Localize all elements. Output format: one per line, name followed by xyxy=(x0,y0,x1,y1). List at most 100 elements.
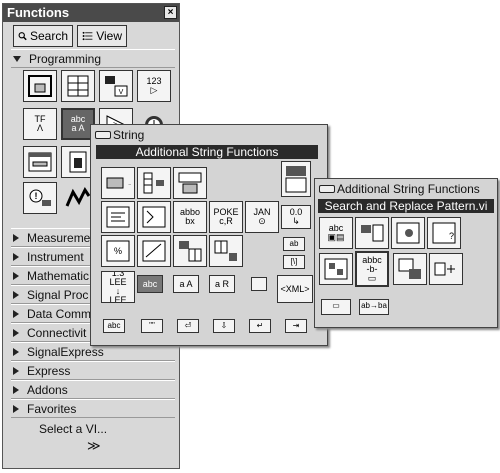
svg-text:?: ? xyxy=(449,231,454,241)
search-replace-pattern-label: Search and Replace Pattern.vi xyxy=(318,199,494,213)
abc-icon-text: abc xyxy=(142,278,158,289)
svg-text:→: → xyxy=(127,181,131,188)
conversion-palette-icon[interactable]: 0.0↳ xyxy=(281,205,311,229)
expand-right-icon xyxy=(13,328,19,337)
expand-right-icon xyxy=(13,252,19,261)
waveform-icon[interactable] xyxy=(61,182,95,214)
search-button-label: Search xyxy=(29,29,68,43)
expand-right-icon xyxy=(13,366,19,375)
lee-icon-text: 1.3 LEE xyxy=(109,271,127,287)
search-split-string-icon[interactable]: abc▣▤ xyxy=(319,217,353,249)
category-programming[interactable]: Programming xyxy=(11,49,175,68)
string-subset-icon[interactable] xyxy=(173,167,207,199)
category-express[interactable]: Express xyxy=(11,361,175,380)
additional-string-functions-icon[interactable] xyxy=(281,161,311,197)
array-to-string-icon[interactable] xyxy=(209,235,243,267)
space-constant-icon[interactable] xyxy=(251,277,267,291)
reverse-string-constant-icon[interactable]: ab→ba xyxy=(359,299,389,315)
match-first-string-icon[interactable] xyxy=(391,217,425,249)
string-subpalette-title: String xyxy=(113,128,145,142)
lower-icon-text: a R xyxy=(214,278,229,289)
reverse-string-icon[interactable] xyxy=(393,253,427,285)
format-into-string-icon[interactable] xyxy=(101,201,135,233)
expand-more-icon[interactable]: ≫ xyxy=(87,438,101,453)
string-to-array-icon[interactable] xyxy=(173,235,207,267)
abcba-icon-text: ab→ba xyxy=(361,301,387,310)
file-io-icon[interactable] xyxy=(61,146,95,178)
svg-text:V: V xyxy=(119,89,124,96)
category-favorites[interactable]: Favorites xyxy=(11,399,175,418)
array-icon[interactable] xyxy=(61,70,95,102)
trim-whitespace-icon[interactable] xyxy=(429,253,463,285)
match-true-false-icon[interactable] xyxy=(355,217,389,249)
number-conversion-icon[interactable]: 1.3 LEE↓LEE xyxy=(101,271,135,303)
abc-constant-icon[interactable]: abc xyxy=(103,319,125,333)
category-addons[interactable]: Addons xyxy=(11,380,175,399)
palette-title: Functions xyxy=(7,5,70,20)
string-length-icon[interactable]: → xyxy=(101,167,135,199)
scan-from-string-icon[interactable] xyxy=(137,201,171,233)
string-icon-text: abc xyxy=(70,114,86,124)
search-button[interactable]: Search xyxy=(13,25,73,47)
carriage-return-icon[interactable]: ⏎ xyxy=(177,319,199,333)
expand-right-icon xyxy=(13,290,19,299)
error-icon[interactable]: ! xyxy=(23,182,57,214)
boolean-icon-text: TF xyxy=(34,114,46,124)
xml-icon-text: <XML> xyxy=(280,283,310,294)
numeric-icon[interactable]: 123▷ xyxy=(137,70,171,102)
line-feed-icon[interactable]: ⇩ xyxy=(213,319,235,333)
expand-right-icon xyxy=(13,309,19,318)
to-upper-case-icon[interactable]: a A xyxy=(173,275,199,293)
normalize-eol-icon[interactable]: ▭ xyxy=(321,299,351,315)
string-constant-icon[interactable]: abc xyxy=(137,275,163,293)
string-subpalette-bar[interactable]: Additional String Functions xyxy=(96,145,318,159)
date-time-string-icon[interactable]: JAN⊙ xyxy=(245,201,279,233)
scan-string-tokens-icon[interactable]: ? xyxy=(427,217,461,249)
expand-right-icon xyxy=(13,347,19,356)
view-icon xyxy=(82,31,93,41)
view-button[interactable]: View xyxy=(77,25,127,47)
expand-right-icon xyxy=(13,233,19,242)
category-label: Connectivit xyxy=(27,325,87,340)
dialog-icon[interactable] xyxy=(23,146,57,178)
rotate-string-icon[interactable] xyxy=(319,253,353,285)
match-regex-icon[interactable] xyxy=(137,235,171,267)
expand-right-icon xyxy=(13,385,19,394)
search-and-replace-pattern-icon[interactable]: abbc-b-▭ xyxy=(355,251,389,287)
string-icon-text-2: a A xyxy=(71,123,85,133)
pin-icon xyxy=(319,185,335,193)
category-label: Instrument xyxy=(27,249,84,264)
end-of-line-icon[interactable]: ↵ xyxy=(249,319,271,333)
category-label: Mathematic xyxy=(27,268,90,283)
string-subpalette: String Additional String Functions → abb… xyxy=(90,124,328,346)
string-number-icon[interactable]: ab xyxy=(283,237,305,251)
match-pattern-icon[interactable]: % xyxy=(101,235,135,267)
jan-icon-text: JAN xyxy=(253,207,271,217)
concatenate-strings-icon[interactable] xyxy=(137,167,171,199)
ab-icon-text: ab xyxy=(289,239,299,248)
string-path-icon[interactable]: [\] xyxy=(283,255,305,269)
category-label: Favorites xyxy=(27,401,77,416)
additional-subpalette-header[interactable]: Additional String Functions xyxy=(319,182,480,196)
to-lower-case-icon[interactable]: a R xyxy=(209,275,235,293)
tab-constant-icon[interactable]: ⇥ xyxy=(285,319,307,333)
view-button-label: View xyxy=(96,29,122,43)
select-a-vi-item[interactable]: Select a VI... xyxy=(39,422,108,436)
poke-icon-text: POKE xyxy=(213,207,239,217)
category-label: Programming xyxy=(29,51,102,66)
empty-string-icon[interactable]: "" xyxy=(141,319,163,333)
structures-icon[interactable] xyxy=(23,70,57,102)
close-icon: × xyxy=(167,7,174,18)
close-button[interactable]: × xyxy=(164,6,177,19)
palette-title-bar[interactable]: Functions × xyxy=(3,4,179,22)
category-label: Measurement xyxy=(27,230,101,245)
cluster-icon[interactable]: V xyxy=(99,70,133,102)
additional-subpalette-title: Additional String Functions xyxy=(337,182,480,196)
string-subpalette-header[interactable]: String xyxy=(95,128,144,142)
search-icon xyxy=(18,32,27,41)
svg-text:!: ! xyxy=(35,191,38,201)
xml-icon[interactable]: <XML> xyxy=(277,275,313,303)
